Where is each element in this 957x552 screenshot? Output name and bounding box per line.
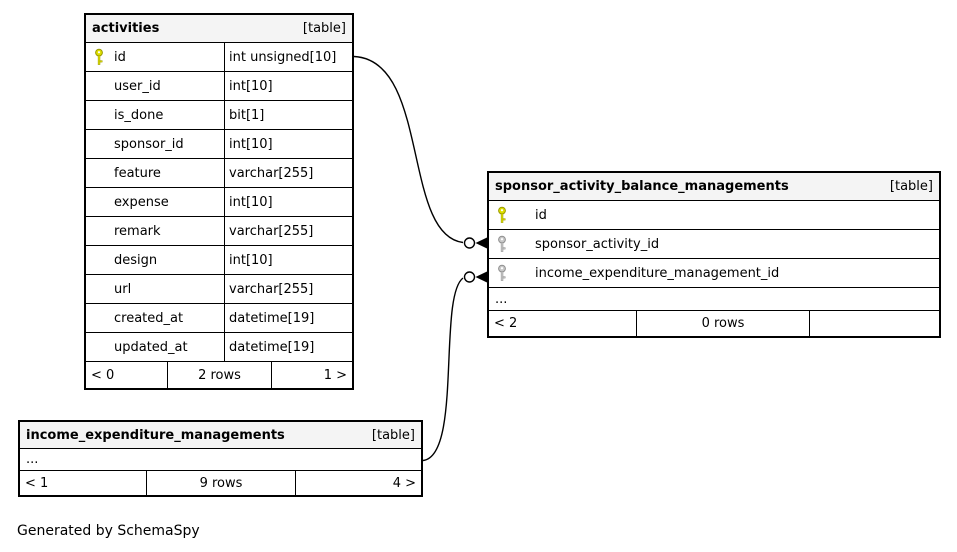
- fk-arrowhead-icon: [475, 271, 487, 283]
- column-name: id: [86, 43, 225, 71]
- footer-next: 4 >: [392, 475, 416, 491]
- table-title[interactable]: activities: [92, 21, 160, 36]
- column-type: int[10]: [229, 78, 273, 94]
- table-row: id int unsigned[10]: [86, 43, 352, 72]
- column-name: remark: [86, 217, 225, 245]
- table-row: sponsor_activity_id: [489, 230, 939, 259]
- fk-arrowhead-icon: [475, 237, 487, 249]
- table-row: user_id int[10]: [86, 72, 352, 101]
- footer-next: 1 >: [323, 367, 347, 383]
- table-row: updated_at datetime[19]: [86, 333, 352, 362]
- table-footer: < 0 2 rows 1 >: [86, 362, 352, 388]
- table-row: design int[10]: [86, 246, 352, 275]
- table-title[interactable]: income_expenditure_managements: [26, 427, 285, 443]
- column-name: id: [535, 207, 547, 223]
- footer-prev: < 2: [489, 311, 637, 336]
- column-name: feature: [86, 159, 225, 187]
- table-title[interactable]: sponsor_activity_balance_managements: [495, 179, 789, 194]
- table-badge: [table]: [889, 179, 933, 194]
- table-header-activities[interactable]: activities [table]: [86, 15, 352, 43]
- footer-next: [810, 311, 939, 336]
- column-type: varchar[255]: [229, 281, 314, 297]
- column-type: varchar[255]: [229, 165, 314, 181]
- column-name: url: [86, 275, 225, 303]
- table-row: remark varchar[255]: [86, 217, 352, 246]
- table-badge: [table]: [371, 427, 415, 443]
- zero-or-one-circle: [463, 237, 476, 249]
- column-name: income_expenditure_management_id: [535, 265, 780, 281]
- hidden-columns-ellipsis: ...: [489, 288, 939, 311]
- table-badge: [table]: [302, 21, 346, 36]
- column-type: datetime[19]: [229, 339, 315, 355]
- table-row: url varchar[255]: [86, 275, 352, 304]
- footer-row-count: 2 rows: [168, 362, 272, 388]
- hidden-columns-ellipsis: ...: [20, 449, 421, 471]
- column-type: int[10]: [229, 136, 273, 152]
- table-header-income-expenditure-managements[interactable]: income_expenditure_managements [table]: [20, 422, 421, 449]
- primary-key-icon: [497, 206, 508, 224]
- table-header-sponsor-activity-balance-managements[interactable]: sponsor_activity_balance_managements [ta…: [489, 173, 939, 201]
- fk-line-income-expenditure-to-management-id: [422, 277, 464, 462]
- column-name: expense: [86, 188, 225, 216]
- table-node-activities: activities [table] id int unsigned[10] u…: [84, 13, 354, 390]
- column-name: sponsor_id: [86, 130, 225, 158]
- column-name: user_id: [86, 72, 225, 100]
- column-type: int unsigned[10]: [229, 49, 337, 65]
- table-row: feature varchar[255]: [86, 159, 352, 188]
- table-row: sponsor_id int[10]: [86, 130, 352, 159]
- generator-caption: Generated by SchemaSpy: [17, 523, 200, 539]
- table-footer: < 1 9 rows 4 >: [20, 471, 421, 495]
- column-name: created_at: [86, 304, 225, 332]
- column-name: is_done: [86, 101, 225, 129]
- fk-line-activities-to-sponsor-activity-id: [353, 55, 464, 244]
- table-row: created_at datetime[19]: [86, 304, 352, 333]
- column-name: design: [86, 246, 225, 274]
- table-row: expense int[10]: [86, 188, 352, 217]
- zero-or-one-circle: [463, 271, 476, 283]
- table-row: income_expenditure_management_id: [489, 259, 939, 288]
- foreign-key-icon: [497, 264, 508, 282]
- table-node-sponsor-activity-balance-managements: sponsor_activity_balance_managements [ta…: [487, 171, 941, 338]
- footer-prev: < 0: [86, 362, 168, 388]
- column-name: updated_at: [86, 333, 225, 361]
- column-type: datetime[19]: [229, 310, 315, 326]
- table-footer: < 2 0 rows: [489, 311, 939, 336]
- column-type: int[10]: [229, 194, 273, 210]
- table-row: is_done bit[1]: [86, 101, 352, 130]
- table-node-income-expenditure-managements: income_expenditure_managements [table] .…: [18, 420, 423, 497]
- column-type: bit[1]: [229, 107, 265, 123]
- foreign-key-icon: [497, 235, 508, 253]
- column-type: int[10]: [229, 252, 273, 268]
- column-type: varchar[255]: [229, 223, 314, 239]
- footer-row-count: 9 rows: [147, 471, 296, 495]
- primary-key-icon: [94, 48, 105, 66]
- footer-row-count: 0 rows: [637, 311, 810, 336]
- footer-prev: < 1: [20, 471, 147, 495]
- column-name: sponsor_activity_id: [535, 236, 660, 252]
- table-row: id: [489, 201, 939, 230]
